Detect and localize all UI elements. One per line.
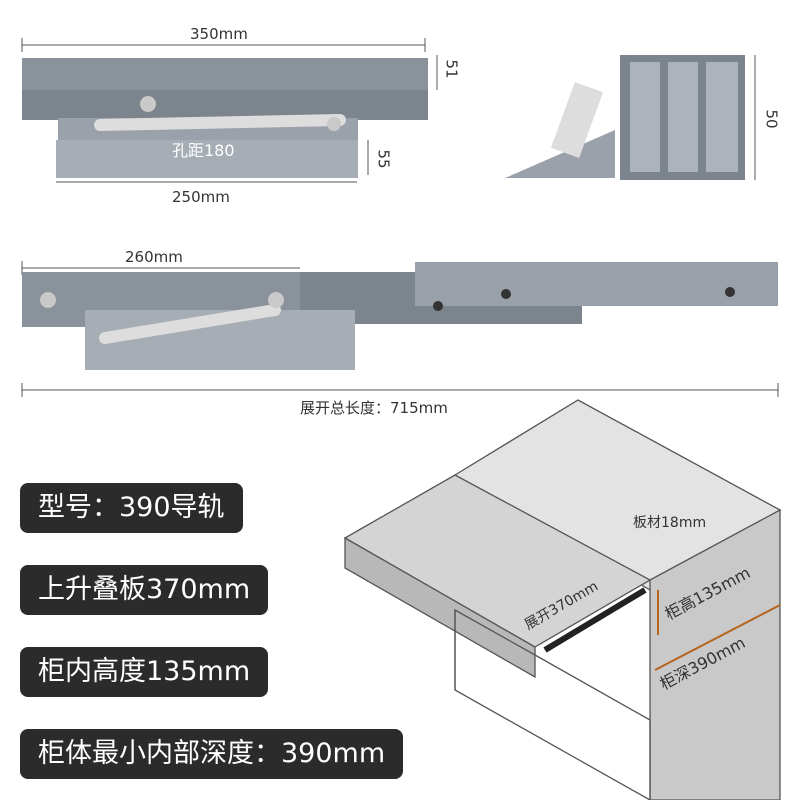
board-thickness-label: 板材18mm bbox=[633, 515, 707, 531]
hole-spacing-label: 孔距180 bbox=[172, 141, 235, 160]
height-51-label: 51 bbox=[442, 59, 461, 79]
folded-length-label: 260mm bbox=[125, 248, 183, 266]
spec-inner-height: 柜内高度135mm bbox=[20, 647, 269, 697]
spec-model: 型号：390导轨 bbox=[20, 483, 243, 533]
bracket-height-label: 55 bbox=[374, 149, 393, 169]
rail-extended bbox=[22, 262, 778, 370]
rail-cross-section bbox=[505, 55, 745, 180]
width-350-label: 350mm bbox=[190, 25, 248, 43]
bracket-width-label: 250mm bbox=[172, 188, 230, 206]
section-height-label: 50 bbox=[762, 109, 781, 129]
total-length-label: 展开总长度：715mm bbox=[300, 399, 448, 417]
spec-min-depth: 柜体最小内部深度：390mm bbox=[20, 729, 404, 779]
rail-folded-top bbox=[22, 58, 428, 178]
spec-lift-board: 上升叠板370mm bbox=[20, 565, 269, 615]
cabinet-diagram bbox=[343, 399, 782, 800]
dimension-lines bbox=[21, 38, 779, 397]
